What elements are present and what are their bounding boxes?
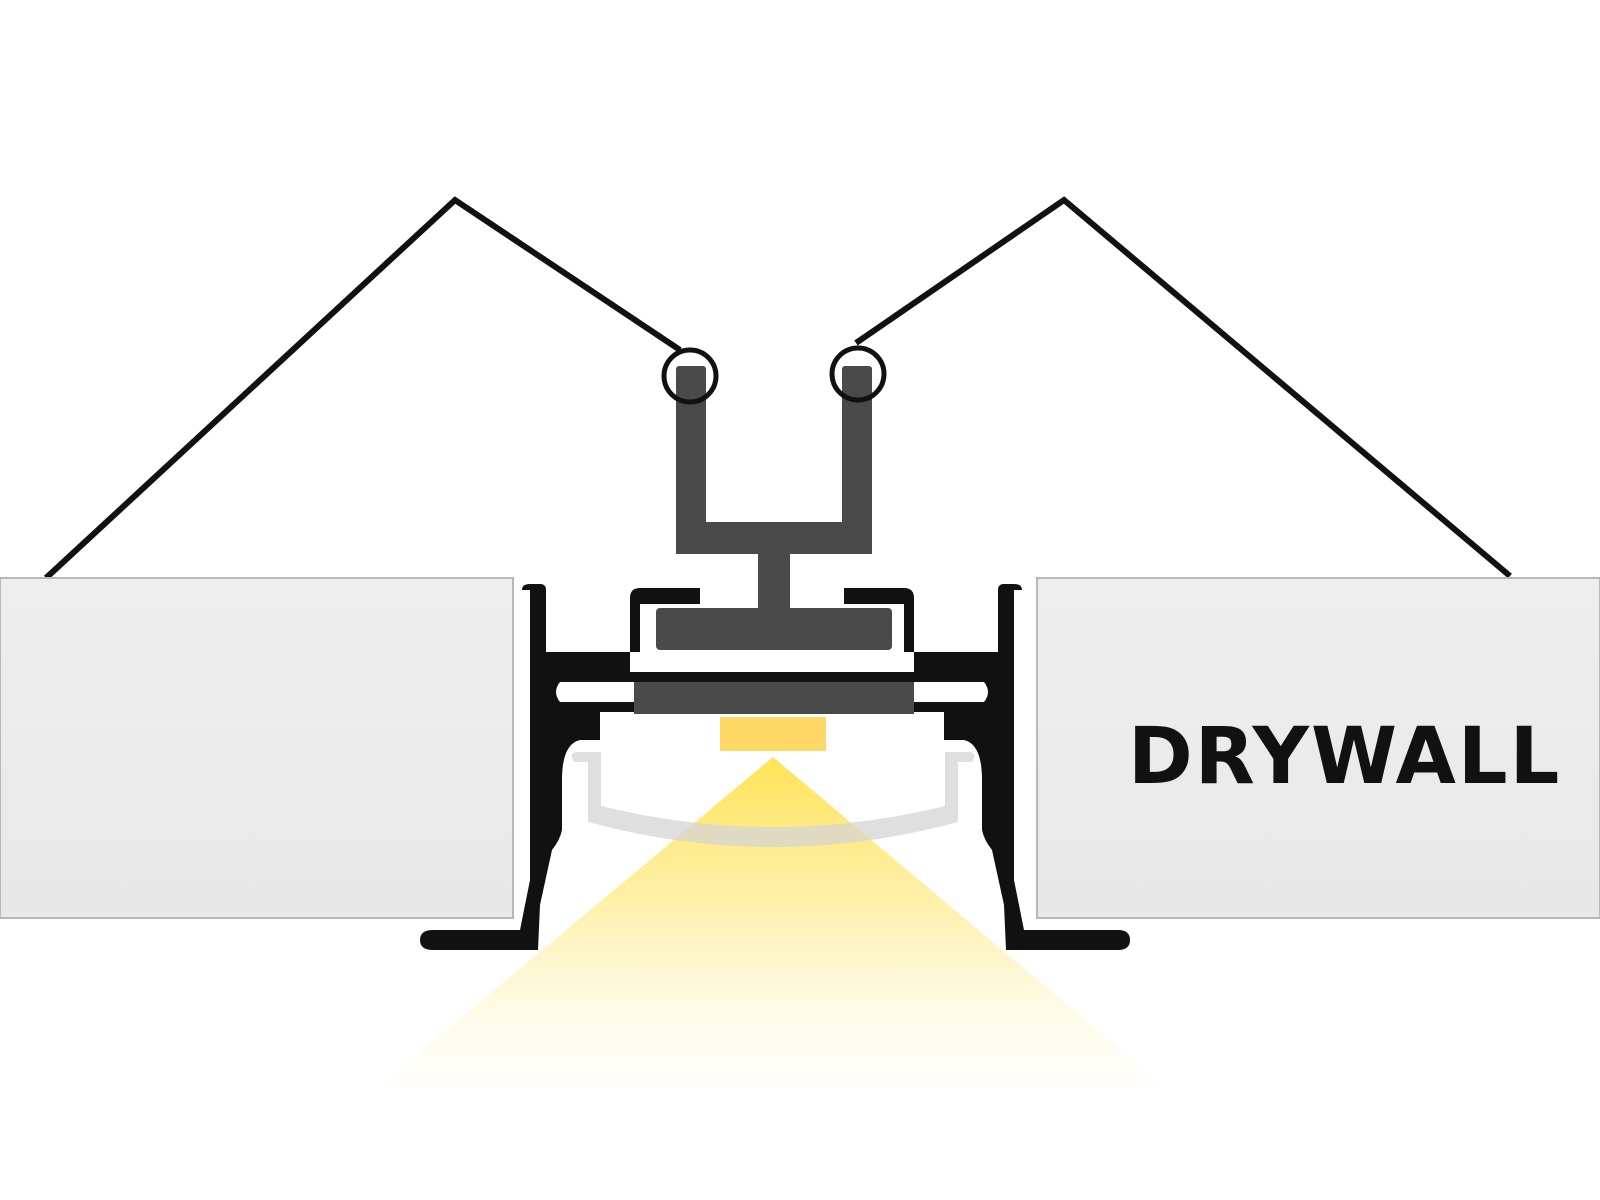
left-suspension-wire (43, 196, 682, 581)
left-wire-ring (661, 347, 719, 405)
right-drywall-board (1036, 577, 1600, 919)
clip-base-plate (656, 608, 892, 650)
drywall-label: DRYWALL (1128, 712, 1561, 802)
wire-rings (661, 345, 887, 405)
led-chip (720, 717, 826, 751)
profile-inner-slot (548, 682, 560, 702)
profile-right-wall (844, 584, 1130, 950)
clip-left-arm (676, 366, 706, 550)
profile-crossbar (546, 672, 998, 682)
drywall-boards (0, 577, 1600, 919)
right-suspension-wire (854, 196, 1512, 579)
clip-right-arm (842, 366, 872, 550)
left-drywall-board (0, 577, 514, 919)
clip-stem (758, 554, 790, 610)
profile-left-wall (420, 584, 700, 950)
profile-inner-slot-right (984, 682, 996, 702)
light-beam (375, 757, 1168, 1090)
led-strip-housing (634, 682, 914, 714)
diffuser-cover (571, 752, 975, 847)
right-wire-ring (829, 345, 887, 403)
clip-crossbar (676, 522, 872, 554)
mounting-clip (634, 366, 914, 714)
suspension-wires (43, 196, 1512, 581)
